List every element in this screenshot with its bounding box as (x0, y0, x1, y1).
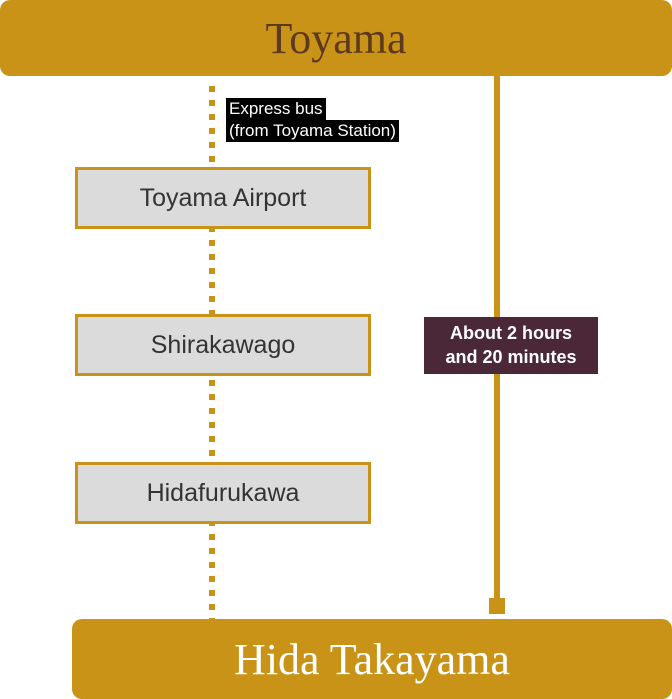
express-bus-label-line1: Express bus (226, 98, 326, 120)
station-box-hidafurukawa: Hidafurukawa (75, 462, 371, 524)
station-box-shirakawago: Shirakawago (75, 314, 371, 376)
duration-label: About 2 hours and 20 minutes (424, 317, 598, 374)
express-bus-label: Express bus (from Toyama Station) (226, 98, 399, 142)
duration-line2: and 20 minutes (445, 346, 577, 367)
route-arrow-end-icon (489, 598, 505, 614)
duration-line1: About 2 hours (450, 323, 572, 344)
origin-box: Toyama (0, 0, 672, 76)
destination-label: Hida Takayama (234, 634, 510, 684)
destination-box: Hida Takayama (72, 619, 672, 699)
station-label: Hidafurukawa (146, 478, 300, 507)
station-label: Shirakawago (150, 330, 296, 359)
station-label: Toyama Airport (139, 183, 307, 212)
station-box-toyama-airport: Toyama Airport (75, 167, 371, 229)
express-bus-label-line2: (from Toyama Station) (226, 120, 399, 142)
origin-label: Toyama (265, 13, 407, 63)
